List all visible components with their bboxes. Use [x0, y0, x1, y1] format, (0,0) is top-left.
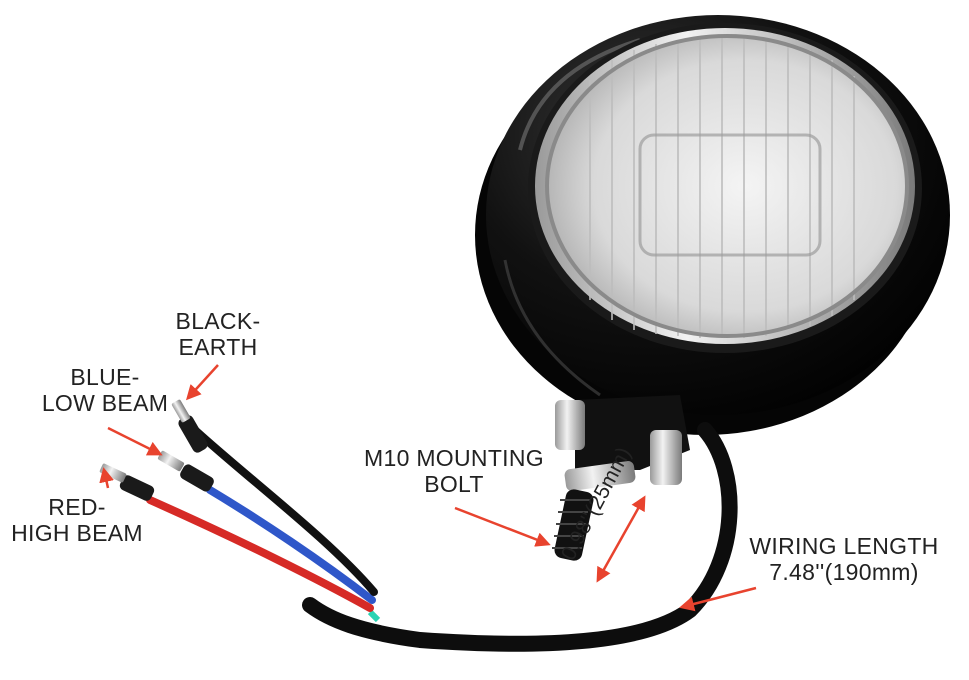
- arrow-mounting-bolt: [454, 506, 551, 547]
- label-mounting-bolt: M10 MOUNTING BOLT: [364, 445, 544, 497]
- arrow-black-earth: [185, 364, 219, 401]
- annotation-arrows: [99, 364, 757, 612]
- headlight-lens: [528, 23, 922, 353]
- wire-blue: [157, 450, 376, 604]
- wiring-loom: [302, 422, 738, 652]
- wire-black: [171, 399, 378, 596]
- arrow-red-high-beam: [99, 467, 114, 489]
- label-red-high-beam: RED- HIGH BEAM: [11, 494, 143, 546]
- label-wiring-length: WIRING LENGTH 7.48''(190mm): [749, 533, 939, 585]
- label-black-earth: BLACK- EARTH: [175, 308, 261, 360]
- mounting-bolt: [552, 395, 690, 561]
- arrow-blue-low-beam: [107, 426, 163, 456]
- arrow-bolt-length: [596, 495, 646, 583]
- arrow-wiring-length: [679, 586, 757, 612]
- label-blue-low-beam: BLUE- LOW BEAM: [41, 364, 169, 416]
